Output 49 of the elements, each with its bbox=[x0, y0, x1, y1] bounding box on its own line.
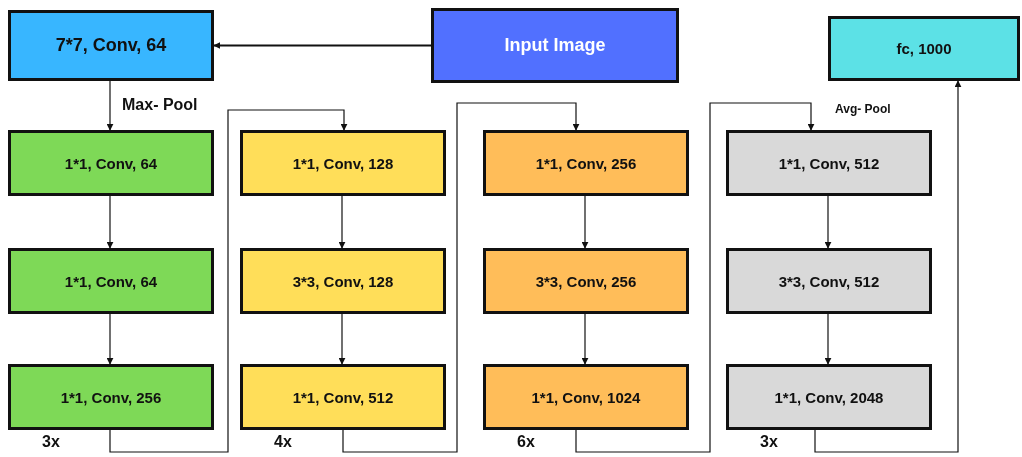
arrow bbox=[109, 109, 348, 453]
repeat-count: 6x bbox=[517, 433, 535, 451]
layer-label: 1*1, Conv, 256 bbox=[535, 154, 637, 172]
repeat-count: 3x bbox=[42, 433, 60, 451]
layer-label: 1*1, Conv, 256 bbox=[60, 388, 162, 406]
layer-box bbox=[828, 16, 1020, 81]
layer-box bbox=[726, 364, 932, 430]
arrow bbox=[824, 195, 832, 249]
layer-label: 3*3, Conv, 512 bbox=[778, 272, 880, 290]
layer-box bbox=[8, 10, 214, 81]
arrow bbox=[338, 195, 346, 249]
layer-label: Input Image bbox=[504, 35, 606, 56]
arrow bbox=[338, 313, 346, 365]
arrow bbox=[814, 80, 962, 453]
layer-label: fc, 1000 bbox=[896, 40, 952, 57]
layer-label: 1*1, Conv, 512 bbox=[292, 388, 394, 406]
edge-label: Avg- Pool bbox=[833, 102, 893, 116]
layer-box bbox=[8, 248, 214, 314]
repeat-count: 3x bbox=[760, 433, 778, 451]
layer-label: 1*1, Conv, 64 bbox=[64, 272, 158, 290]
arrow bbox=[575, 102, 815, 453]
arrow bbox=[213, 42, 432, 49]
layer-label: 1*1, Conv, 512 bbox=[778, 154, 880, 172]
arrow bbox=[581, 313, 589, 365]
layer-label: 1*1, Conv, 128 bbox=[292, 154, 394, 172]
arrow bbox=[106, 80, 114, 131]
arrow bbox=[824, 313, 832, 365]
layer-label: 1*1, Conv, 2048 bbox=[774, 388, 884, 406]
layer-box bbox=[431, 8, 679, 83]
layer-box bbox=[483, 248, 689, 314]
arrow bbox=[342, 102, 580, 453]
layer-label: 1*1, Conv, 64 bbox=[64, 154, 158, 172]
layer-box bbox=[726, 130, 932, 196]
arrow bbox=[106, 313, 114, 365]
layer-box bbox=[726, 248, 932, 314]
layer-label: 3*3, Conv, 128 bbox=[292, 272, 394, 290]
layer-label: 7*7, Conv, 64 bbox=[55, 35, 167, 56]
layer-box bbox=[483, 364, 689, 430]
layer-box bbox=[483, 130, 689, 196]
layer-box bbox=[240, 364, 446, 430]
layer-box bbox=[8, 130, 214, 196]
arrow bbox=[581, 195, 589, 249]
repeat-count: 4x bbox=[274, 433, 292, 451]
arrow bbox=[106, 195, 114, 249]
layer-box bbox=[240, 130, 446, 196]
layer-label: 1*1, Conv, 1024 bbox=[531, 388, 641, 406]
layer-box bbox=[240, 248, 446, 314]
layer-label: 3*3, Conv, 256 bbox=[535, 272, 637, 290]
layer-box bbox=[8, 364, 214, 430]
